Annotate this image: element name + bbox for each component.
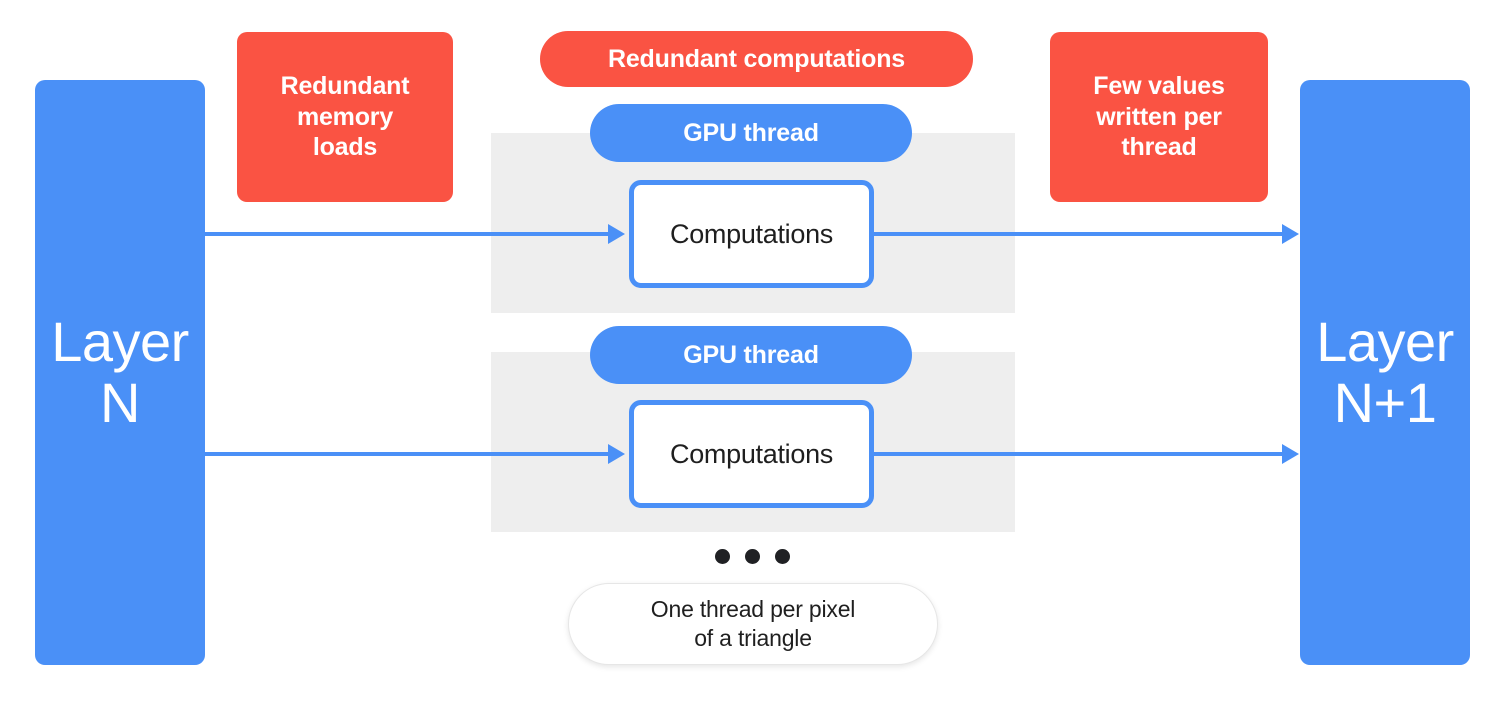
arrow-head-output-thread-2 xyxy=(1282,444,1299,464)
annotation-redundant-computations: Redundant computations xyxy=(540,31,973,87)
annotation-few-values-written: Few values written per thread xyxy=(1050,32,1268,202)
arrow-output-thread-1 xyxy=(874,232,1284,236)
ellipsis-more-threads-icon xyxy=(715,548,790,564)
gpu-thread-label-2: GPU thread xyxy=(590,326,912,384)
layer-n-plus-1-block: Layer N+1 xyxy=(1300,80,1470,665)
arrow-output-thread-2 xyxy=(874,452,1284,456)
annotation-redundant-memory-loads: Redundant memory loads xyxy=(237,32,453,202)
computations-box-1: Computations xyxy=(629,180,874,288)
arrow-input-thread-2 xyxy=(205,452,612,456)
ellipsis-dot xyxy=(775,548,790,564)
caption-one-thread-per-pixel: One thread per pixel of a triangle xyxy=(568,583,938,665)
arrow-head-input-thread-2 xyxy=(608,444,625,464)
arrow-head-input-thread-1 xyxy=(608,224,625,244)
layer-n-block: Layer N xyxy=(35,80,205,665)
gpu-thread-label-1: GPU thread xyxy=(590,104,912,162)
computations-box-2: Computations xyxy=(629,400,874,508)
arrow-input-thread-1 xyxy=(205,232,612,236)
arrow-head-output-thread-1 xyxy=(1282,224,1299,244)
ellipsis-dot xyxy=(715,548,730,564)
ellipsis-dot xyxy=(745,548,760,564)
